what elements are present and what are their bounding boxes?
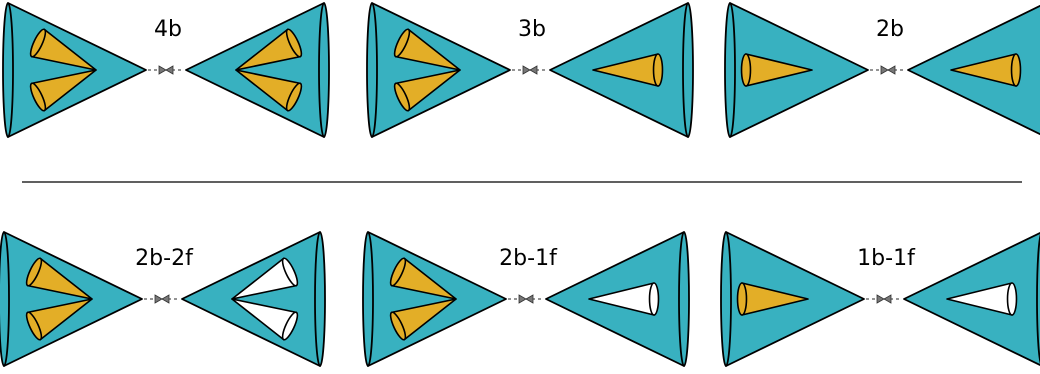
config-group: 2b-2f <box>0 231 326 367</box>
cone-left-single-base <box>740 53 752 87</box>
cone-left-lower <box>389 298 457 341</box>
horn-right <box>907 4 1040 136</box>
horn-left-body <box>7 2 147 138</box>
cone-right-single-base <box>1006 282 1018 316</box>
cone-right-upper-base <box>281 257 299 287</box>
horn-left-body <box>367 231 507 367</box>
source-marker <box>870 65 906 75</box>
horn-left-back <box>720 231 732 367</box>
config-group: 4b <box>2 2 330 138</box>
cone-right-lower-base <box>281 311 299 341</box>
horn-right-back <box>1036 233 1040 365</box>
horn-left <box>362 231 507 367</box>
source-marker <box>144 294 180 304</box>
arrow-left <box>529 65 538 75</box>
horn-left <box>724 2 869 138</box>
cone-left-lower-base <box>29 82 47 112</box>
cone-left-lower <box>393 69 461 112</box>
cone-left-single-base <box>736 282 748 316</box>
horn-left-back <box>366 2 378 138</box>
config-label: 4b <box>154 17 182 42</box>
cone-right-single-base <box>1010 53 1022 87</box>
horn-left <box>0 231 143 367</box>
arrow-right <box>154 294 163 304</box>
arrow-right <box>876 294 885 304</box>
arrow-left <box>161 294 170 304</box>
horn-left <box>2 2 147 138</box>
cone-left-lower <box>29 69 97 112</box>
config-label: 2b-2f <box>135 246 194 271</box>
source-marker <box>508 294 544 304</box>
cone-right-upper-base <box>285 28 303 58</box>
config-label: 1b-1f <box>857 246 916 271</box>
config-group: 2b <box>724 2 1040 138</box>
arrow-left <box>165 65 174 75</box>
cone-left-upper <box>389 257 457 300</box>
horn-right <box>545 231 690 367</box>
horn-right-body <box>185 2 325 138</box>
horn-left-back <box>0 231 10 367</box>
cone-right-single <box>592 53 664 87</box>
config-group: 2b-1f <box>362 231 690 367</box>
cone-right-single <box>588 282 660 316</box>
arrow-right <box>880 65 889 75</box>
horn-right-back <box>314 231 326 367</box>
cone-right-single <box>946 282 1018 316</box>
horn-right <box>549 2 694 138</box>
arrow-right <box>522 65 531 75</box>
diagram-row: 2b-2f 2b-1f 1b-1f <box>0 231 1040 367</box>
cone-left-upper <box>29 28 97 71</box>
cone-left-upper <box>25 257 93 300</box>
cone-right-single-base <box>648 282 660 316</box>
horn-right-back <box>682 2 694 138</box>
horn-right-back <box>678 231 690 367</box>
diagram-row: 4b 3b 2b <box>2 2 1040 138</box>
horn-right-body <box>181 231 321 367</box>
config-label: 2b-1f <box>499 246 558 271</box>
cone-left-lower <box>25 298 93 341</box>
arrow-left <box>887 65 896 75</box>
cone-right-single <box>950 53 1022 87</box>
cone-left-single <box>736 282 809 316</box>
cone-right-single-base <box>652 53 664 87</box>
cone-right-lower-base <box>285 82 303 112</box>
cone-right-upper <box>235 28 303 71</box>
horn-left <box>366 2 511 138</box>
horn-right <box>181 231 326 367</box>
cone-left-single <box>740 53 813 87</box>
cone-left-upper-base <box>393 28 411 58</box>
config-label: 3b <box>518 17 546 42</box>
arrow-left <box>883 294 892 304</box>
cone-left-upper-base <box>25 257 43 287</box>
source-marker <box>148 65 184 75</box>
horn-left <box>720 231 865 367</box>
config-group: 1b-1f <box>720 231 1040 367</box>
horn-left-body <box>371 2 511 138</box>
cone-left-upper-base <box>29 28 47 58</box>
cone-left-upper <box>393 28 461 71</box>
config-label: 2b <box>876 17 904 42</box>
arrow-right <box>518 294 527 304</box>
cone-left-lower-base <box>25 311 43 341</box>
cone-right-upper <box>231 257 299 300</box>
cone-right-lower <box>231 298 299 341</box>
config-group: 3b <box>366 2 694 138</box>
source-marker <box>866 294 902 304</box>
horn-left-back <box>362 231 374 367</box>
horn-right-back <box>318 2 330 138</box>
cone-left-lower-base <box>389 311 407 341</box>
source-marker <box>512 65 548 75</box>
horn-left-back <box>724 2 736 138</box>
horn-left-body <box>3 231 143 367</box>
arrow-right <box>158 65 167 75</box>
horn-left-back <box>2 2 14 138</box>
horn-right <box>185 2 330 138</box>
arrow-left <box>525 294 534 304</box>
cone-left-upper-base <box>389 257 407 287</box>
cone-right-lower <box>235 69 303 112</box>
horn-right <box>903 231 1040 367</box>
cone-left-lower-base <box>393 82 411 112</box>
